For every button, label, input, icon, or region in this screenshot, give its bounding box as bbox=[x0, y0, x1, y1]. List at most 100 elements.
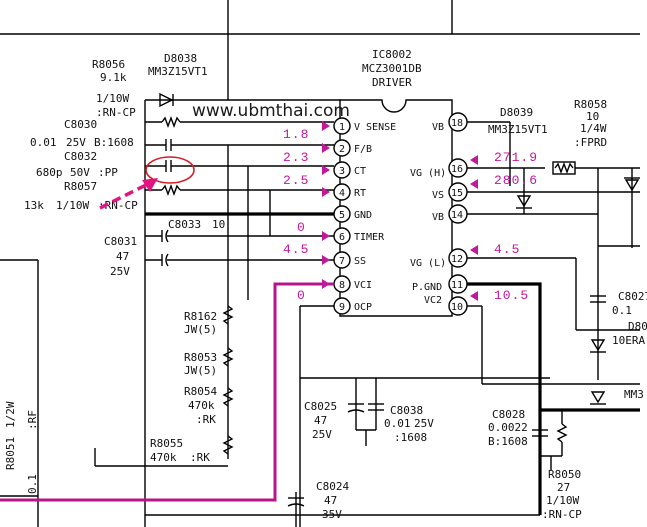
r8057-power: 1/10W bbox=[56, 199, 89, 212]
c8038-package: :1608 bbox=[394, 431, 427, 444]
d80-ref: D80 bbox=[628, 320, 647, 333]
voltage-pin-4: 2.5 bbox=[283, 173, 309, 188]
c8025-ref: C8025 bbox=[304, 400, 337, 413]
left-pin-circles bbox=[333, 117, 351, 315]
c8028-package: B:1608 bbox=[488, 435, 528, 448]
r8056-type: :RN-CP bbox=[96, 106, 136, 119]
r8051-type: :RF bbox=[26, 410, 39, 430]
pin-2-number: 2 bbox=[339, 144, 345, 155]
pin-2-name: F/B bbox=[354, 144, 372, 155]
r8051-power: 1/2W bbox=[4, 401, 17, 428]
pin-9-name: OCP bbox=[354, 302, 372, 313]
d8039-ref: D8039 bbox=[500, 106, 533, 119]
mm3-part: MM3 bbox=[624, 388, 644, 401]
pin-12-name: VG (L) bbox=[410, 258, 446, 269]
pin-8-name: VCI bbox=[354, 280, 372, 291]
r8054-value: 470k bbox=[188, 399, 215, 412]
r8054-ref: R8054 bbox=[184, 385, 217, 398]
ic-function: DRIVER bbox=[372, 76, 412, 89]
voltage-arrows bbox=[322, 121, 478, 301]
r8058-power: 1/4W bbox=[580, 122, 607, 135]
pin-5-name: GND bbox=[354, 210, 372, 221]
voltage-pin-16: 271.9 bbox=[494, 150, 538, 165]
voltage-pin-2: 1.8 bbox=[283, 127, 309, 142]
pin-14-number: 14 bbox=[451, 210, 463, 221]
d8038-part: MM3Z15VT1 bbox=[148, 65, 208, 78]
c8038-value: 0.01 bbox=[384, 417, 411, 430]
r8054-type: :RK bbox=[196, 413, 216, 426]
voltage-pin-10: 10.5 bbox=[494, 288, 529, 303]
voltage-pin-6: 0 bbox=[297, 220, 306, 235]
c8032-type: :PP bbox=[98, 166, 118, 179]
pin-3-number: 3 bbox=[339, 166, 345, 177]
right-pin-circles bbox=[448, 112, 468, 316]
c8027-value: 0.1 bbox=[612, 304, 632, 317]
r8055-value: 470k bbox=[150, 451, 177, 464]
c8024-voltage: 35V bbox=[322, 508, 342, 521]
pin-14-name: VB bbox=[432, 212, 444, 223]
r8050-value: 27 bbox=[557, 481, 570, 494]
r8058-value: 10 bbox=[586, 110, 599, 123]
r8056-power: 1/10W bbox=[96, 92, 129, 105]
c8028-ref: C8028 bbox=[492, 408, 525, 421]
r8051-ref: R8051 bbox=[4, 437, 17, 470]
c8032-ref: C8032 bbox=[64, 150, 97, 163]
c8024-ref: C8024 bbox=[316, 480, 349, 493]
highlight-circle bbox=[145, 156, 195, 184]
r8058-ref: R8058 bbox=[574, 98, 607, 111]
c8031-ref: C8031 bbox=[104, 235, 137, 248]
c8032-voltage: 50V bbox=[70, 166, 90, 179]
r8051-label-group: R8051 1/2W :RF 0.1 bbox=[4, 401, 39, 494]
c8031-value: 47 bbox=[116, 250, 129, 263]
watermark: www.ubmthai.com bbox=[192, 101, 350, 121]
r8053-value: JW(5) bbox=[184, 364, 217, 377]
pin-9-number: 9 bbox=[339, 302, 345, 313]
voltage-pin-3: 2.3 bbox=[283, 150, 309, 165]
c8025-voltage: 25V bbox=[312, 428, 332, 441]
r8057-ref: R8057 bbox=[64, 180, 97, 193]
c8032-value: 680p bbox=[36, 166, 63, 179]
left-wiring bbox=[0, 34, 550, 527]
pin-18-name: VB bbox=[432, 122, 444, 133]
d8039-part: MM3Z15VT1 bbox=[488, 123, 548, 136]
c8030-ref: C8030 bbox=[64, 118, 97, 131]
pin-16-number: 16 bbox=[451, 164, 463, 175]
c8038-ref: C8038 bbox=[390, 404, 423, 417]
c8030-package: B:1608 bbox=[94, 136, 134, 149]
pin-10-name: VC2 bbox=[424, 295, 442, 306]
pin-3-name: CT bbox=[354, 166, 366, 177]
r8057-type: :RN-CP bbox=[98, 199, 138, 212]
r8162-value: JW(5) bbox=[184, 323, 217, 336]
r8050-ref: R8050 bbox=[548, 468, 581, 481]
pin-15-name: VS bbox=[432, 190, 444, 201]
r8055-ref: R8055 bbox=[150, 437, 183, 450]
voltage-pin-12: 4.5 bbox=[494, 242, 520, 257]
pin-10-number: 10 bbox=[451, 302, 463, 313]
pin-12-number: 12 bbox=[451, 254, 463, 265]
pin-7-name: SS bbox=[354, 256, 366, 267]
c8027-ref: C8027 bbox=[618, 290, 647, 303]
pin-11-name: P.GND bbox=[412, 282, 442, 293]
pin-5-number: 5 bbox=[339, 210, 345, 221]
ic-name: IC8002 bbox=[372, 48, 412, 61]
r8051-value: 0.1 bbox=[26, 474, 39, 494]
pin-6-name: TIMER bbox=[354, 232, 385, 243]
pointer-arrow bbox=[99, 178, 158, 210]
r8050-type: :RN-CP bbox=[542, 508, 582, 521]
c8030-value: 0.01 bbox=[30, 136, 57, 149]
frame-lines bbox=[0, 0, 640, 35]
r8053-ref: R8053 bbox=[184, 351, 217, 364]
c8025-value: 47 bbox=[314, 414, 327, 427]
voltage-pin-7: 4.5 bbox=[283, 242, 309, 257]
right-wiring bbox=[467, 121, 640, 515]
r8050-power: 1/10W bbox=[546, 494, 579, 507]
pin-15-number: 15 bbox=[451, 188, 463, 199]
r8057-value: 13k bbox=[24, 199, 44, 212]
pin-11-number: 11 bbox=[451, 280, 463, 291]
pin-4-number: 4 bbox=[339, 188, 345, 199]
pin-1-number: 1 bbox=[339, 122, 345, 133]
pin-7-number: 7 bbox=[339, 256, 345, 267]
c8031-voltage: 25V bbox=[110, 265, 130, 278]
c8028-value: 0.0022 bbox=[488, 421, 528, 434]
